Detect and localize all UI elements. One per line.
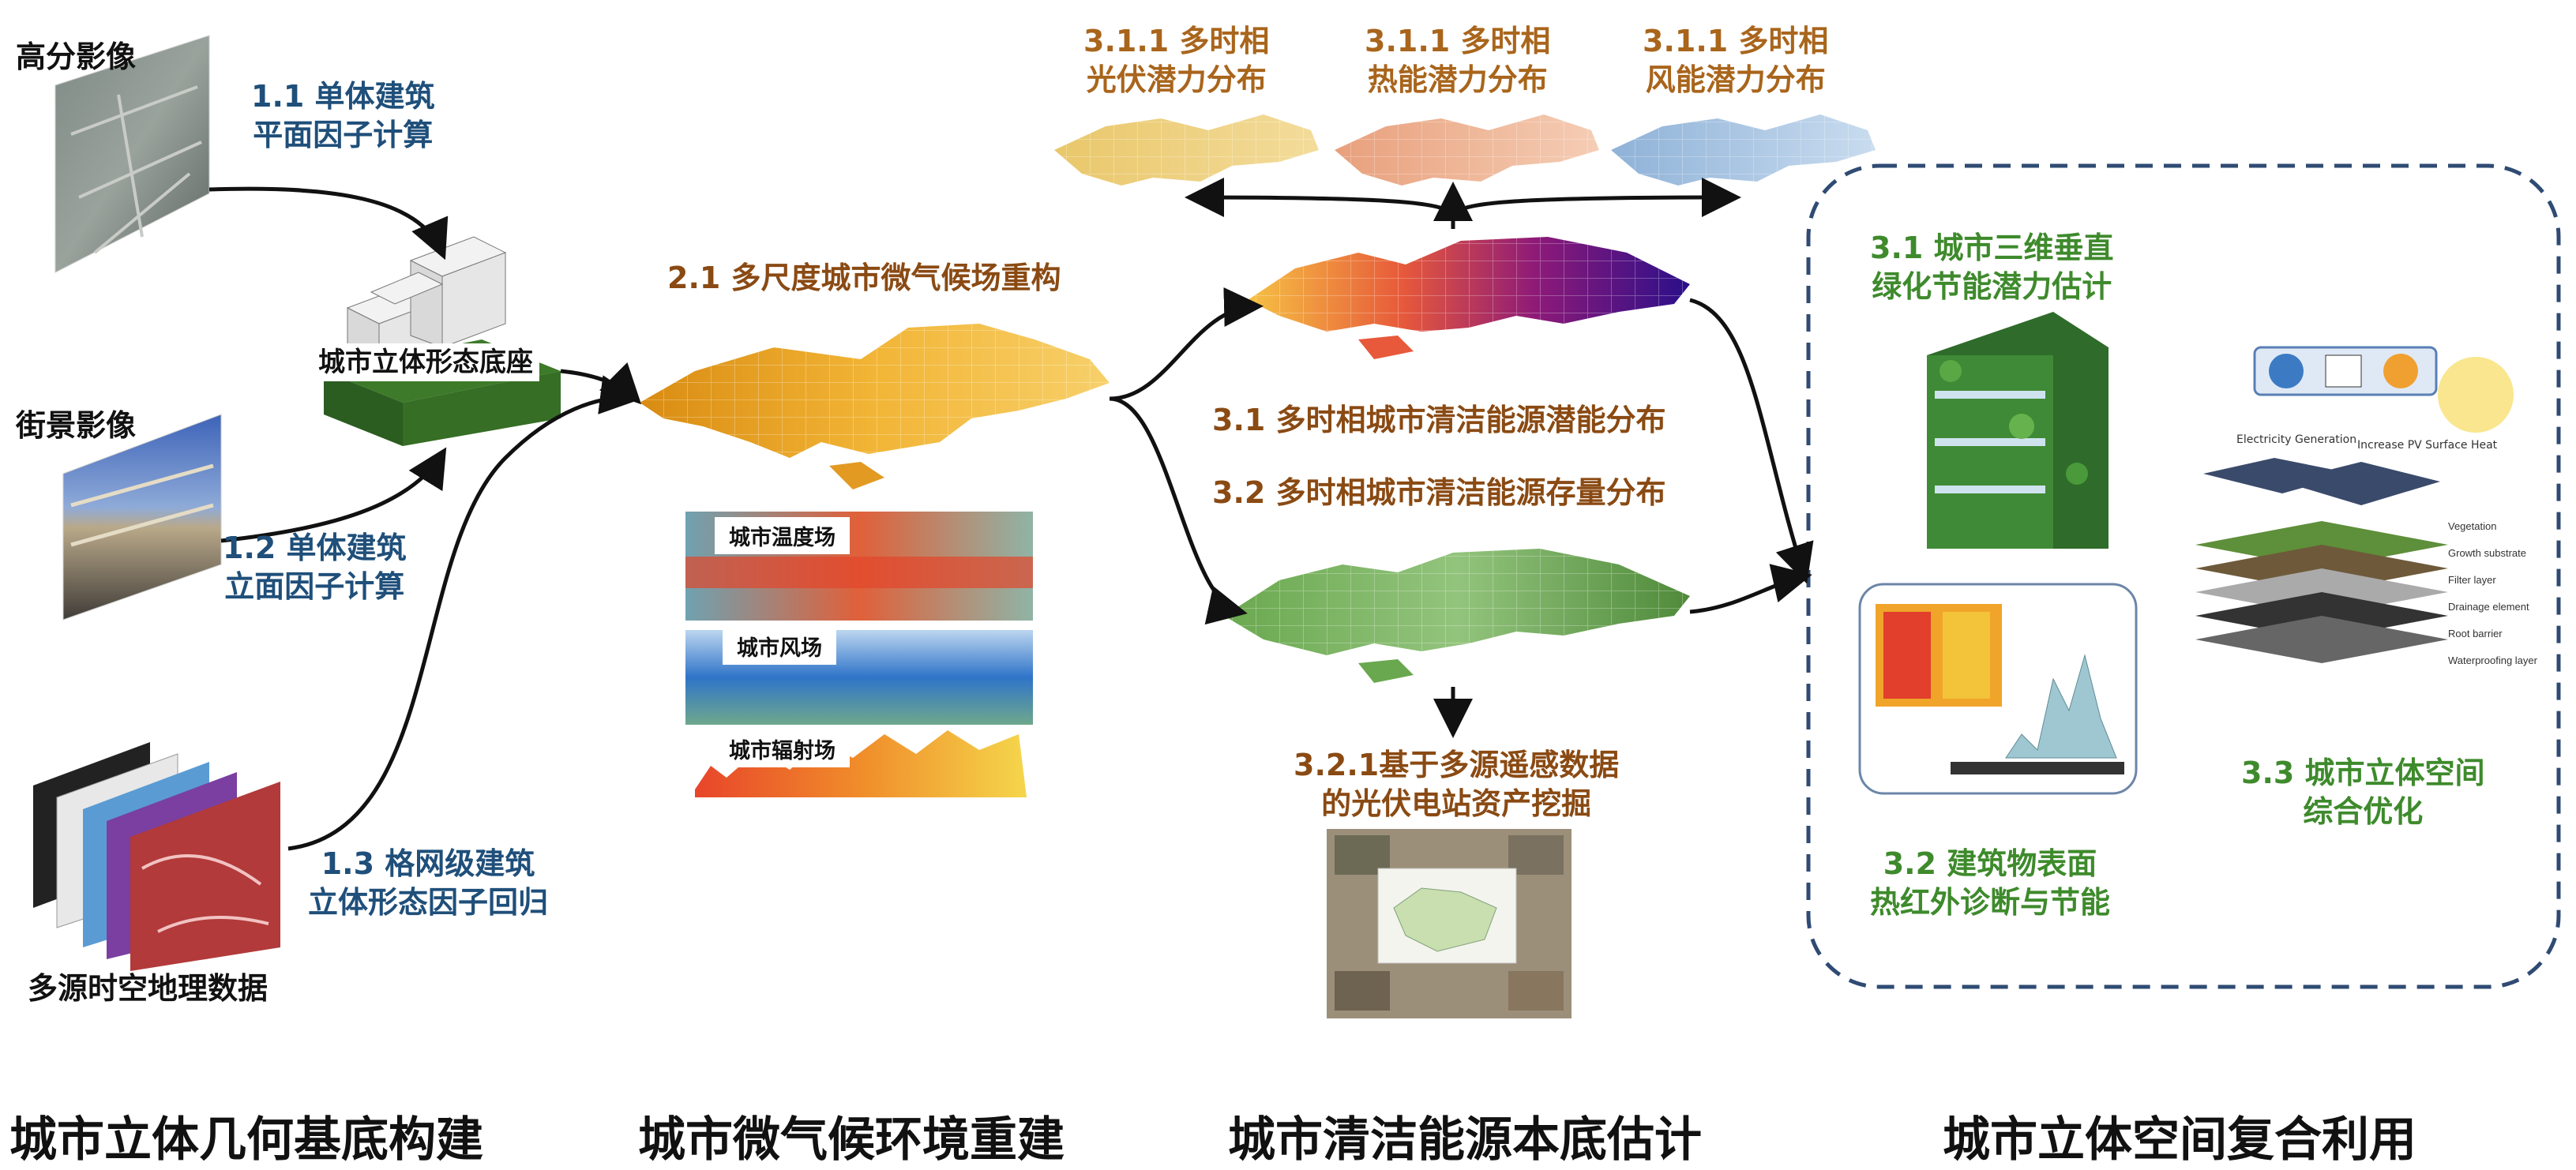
roof-layer-label: Drainage element [2448, 601, 2529, 613]
step-1-1-label: 1.1 单体建筑平面因子计算 [251, 79, 435, 153]
street-view-thumbnail [62, 414, 222, 621]
green-3-1-label: 3.1 城市三维垂直绿化节能潜力估计 [1870, 231, 2114, 305]
roof-layer-label: Waterproofing layer [2448, 654, 2537, 666]
heat-potential-map [1335, 114, 1599, 186]
section-heading-microclimate: 城市微气候环境重建 [638, 1112, 1065, 1168]
roof-layer-label: Growth substrate [2448, 547, 2526, 559]
step-3-1-1-wind-label: 3.1.1 多时相风能潜力分布 [1643, 24, 1829, 98]
radiation-field-label: 城市辐射场 [715, 730, 850, 767]
pv-potential-map [1054, 114, 1319, 186]
pv-roof-cross-section [2195, 346, 2514, 663]
step-3-1-label: 3.1 多时相城市清洁能源潜能分布 [1212, 403, 1666, 437]
section-heading-geometry: 城市立体几何基底构建 [9, 1112, 483, 1168]
microclimate-city-map [640, 324, 1110, 489]
vertical-greening-building [1927, 312, 2108, 549]
step-3-1-1-heat-label: 3.1.1 多时相热能潜力分布 [1365, 24, 1551, 98]
green-3-3-label: 3.3 城市立体空间综合优化 [2241, 756, 2485, 830]
section-heading-clean-energy: 城市清洁能源本底估计 [1228, 1112, 1702, 1168]
roof-layer-label: Root barrier [2448, 628, 2503, 639]
step-3-2-1-label: 3.2.1基于多源遥感数据的光伏电站资产挖掘 [1294, 748, 1620, 822]
thermal-infrared-panel [1858, 583, 2138, 795]
roof-layer-label: Filter layer [2448, 574, 2496, 586]
building-base-label: 城市立体形态底座 [312, 343, 539, 382]
input-street-view-label: 街景影像 [16, 408, 137, 443]
clean-energy-potential-map [1248, 237, 1690, 359]
section-heading-space-utilization: 城市立体空间复合利用 [1943, 1112, 2416, 1168]
step-3-2-label: 3.2 多时相城市清洁能源存量分布 [1212, 475, 1666, 510]
green-3-2-label: 3.2 建筑物表面热红外诊断与节能 [1870, 846, 2111, 921]
multisource-data-stack [33, 742, 280, 971]
step-1-3-label: 1.3 格网级建筑立体形态因子回归 [308, 846, 549, 921]
roof-layer-label: Vegetation [2448, 520, 2497, 532]
connector-arrows [208, 178, 1814, 851]
building-3d-base-model [324, 236, 561, 446]
input-multisource-label: 多源时空地理数据 [28, 971, 268, 1006]
roof-label-electricity: Electricity Generation [2236, 433, 2357, 446]
step-2-1-label: 2.1 多尺度城市微气候场重构 [667, 261, 1061, 295]
roof-layer-legend: Vegetation Growth substrate Filter layer… [2448, 513, 2537, 674]
step-3-1-1-pv-label: 3.1.1 多时相光伏潜力分布 [1083, 24, 1270, 98]
temperature-field-label: 城市温度场 [715, 517, 850, 554]
clean-energy-stock-map [1224, 549, 1690, 683]
step-1-2-label: 1.2 单体建筑立面因子计算 [223, 531, 407, 605]
hires-imagery-thumbnail [54, 35, 210, 273]
roof-label-pv-heat: Increase PV Surface Heat [2357, 439, 2498, 452]
pv-station-imagery-mosaic [1327, 829, 1572, 1018]
wind-potential-map [1611, 114, 1876, 186]
wind-field-label: 城市风场 [723, 628, 836, 665]
input-hires-imagery-label: 高分影像 [16, 39, 137, 74]
